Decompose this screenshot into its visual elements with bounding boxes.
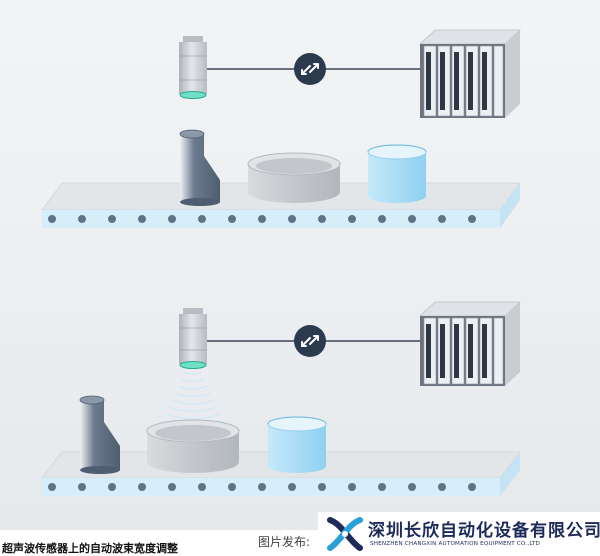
changxin-logo-icon xyxy=(327,517,363,551)
dark-tapered-object xyxy=(79,395,120,474)
conveyor-rollers xyxy=(48,215,476,223)
bidirectional-arrows-icon xyxy=(294,53,326,85)
company-logo: 深圳长欣自动化设备有限公司 SHENZHEN CHANGXIN AUTOMATI… xyxy=(318,512,600,556)
ultrasonic-sensor xyxy=(179,36,207,99)
bottom-scene xyxy=(41,301,522,496)
grey-ring-object xyxy=(146,419,240,473)
conveyor-rollers xyxy=(48,483,476,491)
sensor-emitter-ring xyxy=(179,91,207,99)
sensor-cap xyxy=(183,36,203,42)
top-scene xyxy=(41,29,522,228)
company-name-english: SHENZHEN CHANGXIN AUTOMATION EQUIPMENT C… xyxy=(370,541,541,547)
sensor-body xyxy=(179,42,207,94)
blue-cup-object xyxy=(367,144,427,203)
company-name-chinese: 深圳长欣自动化设备有限公司 xyxy=(368,521,600,541)
plc-controller xyxy=(418,29,522,118)
blue-cup-object xyxy=(267,416,327,473)
ultrasonic-sensor-diagram xyxy=(0,0,600,530)
plc-controller xyxy=(418,301,522,386)
image-credit-label: 图片发布: xyxy=(258,535,311,549)
grey-ring-object xyxy=(247,152,341,203)
figure-caption: 超声波传感器上的自动波束宽度调整 xyxy=(2,542,178,555)
ultrasonic-sensor xyxy=(179,308,207,369)
dark-tapered-object xyxy=(179,129,220,206)
bidirectional-arrows-icon xyxy=(294,325,326,357)
